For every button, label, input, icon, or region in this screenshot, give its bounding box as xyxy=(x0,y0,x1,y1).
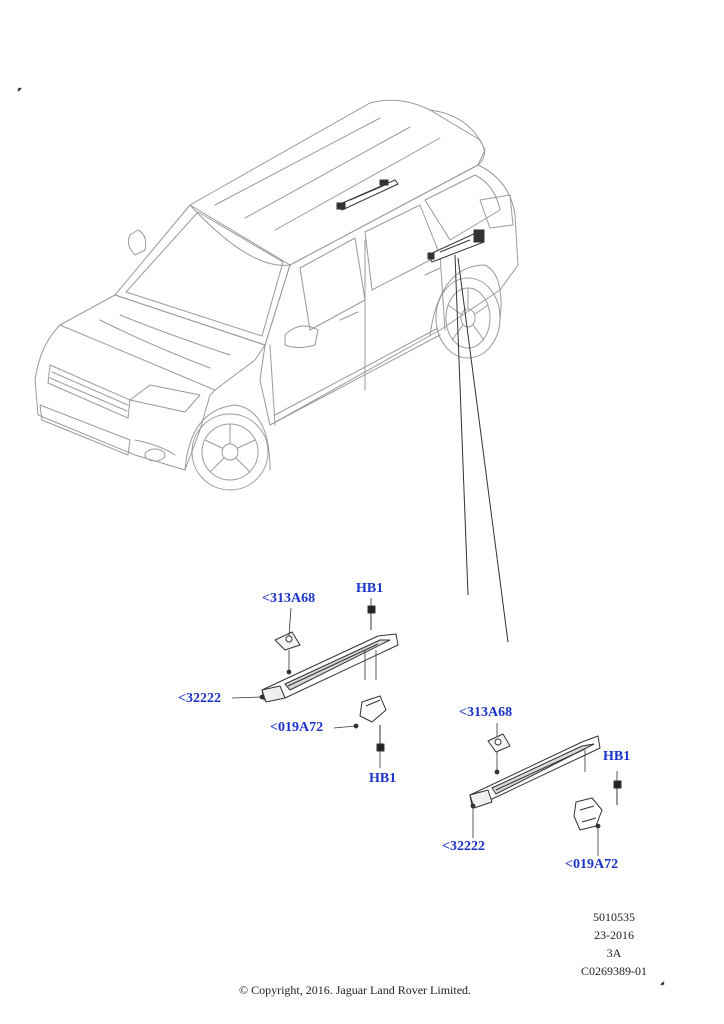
copyright-notice: © Copyright, 2016. Jaguar Land Rover Lim… xyxy=(238,983,472,997)
reference-illustration-code: C0269389-01 xyxy=(581,964,647,978)
callout-019A72-b: <019A72 xyxy=(565,857,619,872)
side-module-part xyxy=(427,229,485,263)
callout-32222-b: <32222 xyxy=(442,839,485,854)
leader-lines xyxy=(454,254,509,643)
callout-leaders-b xyxy=(470,723,618,856)
callout-019A72-a: <019A72 xyxy=(270,720,324,735)
reference-revision: 3A xyxy=(606,946,622,960)
callout-HB1-b: HB1 xyxy=(603,749,631,764)
reference-number: 5010535 xyxy=(593,910,635,924)
callout-leaders-a xyxy=(231,598,381,768)
callout-HB1-a-bottom: HB1 xyxy=(369,771,397,786)
callout-32222-a: <32222 xyxy=(178,691,221,706)
registration-marks xyxy=(17,87,665,986)
reference-date: 23-2016 xyxy=(594,928,634,942)
callout-HB1-a-top: HB1 xyxy=(356,581,384,596)
callout-313A68-a: <313A68 xyxy=(262,591,316,606)
roof-module-part xyxy=(336,179,399,211)
callout-313A68-b: <313A68 xyxy=(459,705,513,720)
exploded-view-a xyxy=(261,605,399,752)
vehicle-illustration xyxy=(34,99,519,491)
exploded-view-b xyxy=(469,733,622,831)
